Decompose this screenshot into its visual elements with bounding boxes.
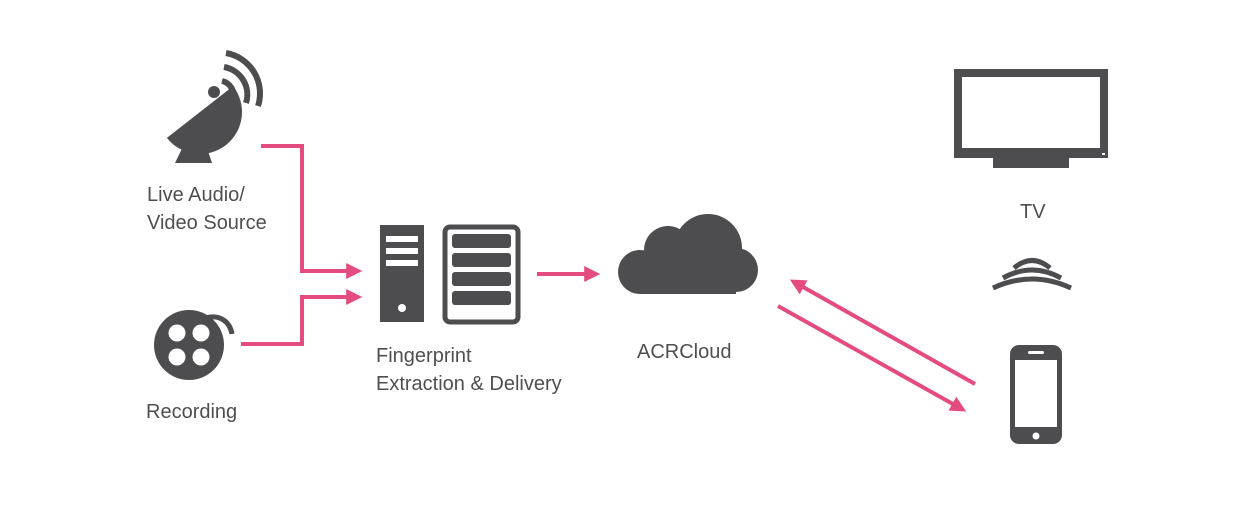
live-source-label-line2: Video Source <box>147 212 267 234</box>
tv-icon <box>954 69 1108 168</box>
cloud-icon <box>618 214 758 294</box>
fingerprint-label-line2: Extraction & Delivery <box>376 373 562 395</box>
smartphone-icon <box>1010 345 1062 444</box>
live-source-label-line1: Live Audio/ <box>147 184 245 206</box>
fingerprint-label: Fingerprint Extraction & Delivery <box>376 342 562 398</box>
connectors <box>241 144 976 412</box>
connector-recording-to-fingerprint <box>241 289 363 346</box>
connector-phone-to-cloud <box>789 279 976 386</box>
acrcloud-label: ACRCloud <box>637 341 732 363</box>
signal-waves-icon <box>991 258 1073 291</box>
connector-live-to-fingerprint <box>261 144 363 279</box>
connector-cloud-to-phone <box>777 304 967 412</box>
recording-label: Recording <box>146 401 238 423</box>
satellite-dish-icon <box>166 50 263 163</box>
server-icon <box>380 224 521 325</box>
tv-label: TV <box>1020 201 1046 223</box>
fingerprint-label-line1: Fingerprint <box>376 345 472 367</box>
film-reel-icon <box>154 310 235 380</box>
live-source-label: Live Audio/ Video Source <box>147 181 267 237</box>
